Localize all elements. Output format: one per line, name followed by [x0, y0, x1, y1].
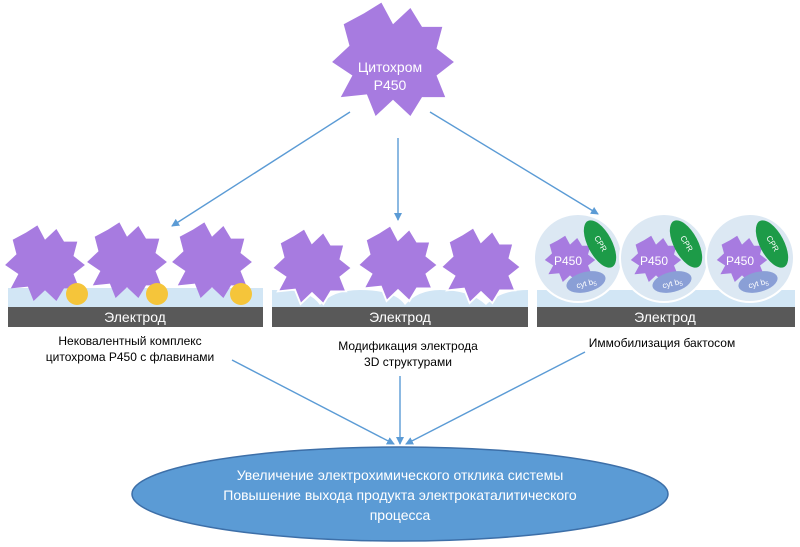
panel-bactosomes: P450 CPR cyt b5 P450 CPR cyt b5 P450 CPR…	[533, 213, 795, 350]
arrow-to-panel-1	[171, 111, 351, 227]
result-line-3: процесса	[370, 507, 431, 523]
panel-caption-line1: Иммобилизация бактосом	[589, 336, 735, 350]
cytochrome-p450-top: Цитохром P450	[332, 2, 454, 117]
top-arrows	[171, 111, 599, 227]
cytochrome-title-line1: Цитохром	[358, 59, 422, 75]
protein-blob	[87, 222, 167, 298]
protein-blob	[630, 235, 682, 282]
flavin-dot	[146, 283, 168, 305]
protein-blob	[544, 235, 596, 282]
electrode-bar	[272, 307, 528, 327]
result-line-2: Повышение выхода продукта электрокаталит…	[223, 487, 577, 503]
result-ellipse-shape	[131, 446, 669, 542]
protein-blob	[439, 226, 523, 305]
flavin-dot	[230, 283, 252, 305]
panel-caption-line2: цитохрома Р450 с флавинами	[46, 350, 214, 364]
electrode-label: Электрод	[369, 309, 431, 325]
arrow-from-panel-1	[231, 359, 395, 445]
p450-label: P450	[554, 254, 582, 268]
cyt-b5-text: cyt b	[747, 277, 766, 290]
result-ellipse: Увеличение электрохимического отклика си…	[131, 446, 669, 542]
protein-blob	[356, 224, 440, 303]
cpr-protein	[669, 220, 703, 268]
panel-flavin-complex: Электрод Нековалентный комплекс цитохром…	[5, 222, 263, 364]
cyt-b5-protein	[566, 271, 606, 293]
bottom-arrows	[231, 351, 586, 445]
electrode-label: Электрод	[634, 309, 696, 325]
panel-3d-structures: Электрод Модификация электрода 3D структ…	[270, 224, 528, 369]
protein-blob	[716, 235, 768, 282]
panel-caption-line1: Нековалентный комплекс	[58, 334, 201, 348]
electrode-bar	[537, 307, 795, 327]
cyt-b5-subscript: 5	[593, 281, 598, 288]
cyt-b5-label: cyt b5	[747, 276, 770, 292]
bactosome-vesicle: P450 CPR cyt b5	[705, 213, 795, 303]
protein-blob	[172, 222, 252, 298]
arrow-from-panel-3	[405, 351, 586, 445]
result-line-1: Увеличение электрохимического отклика си…	[237, 467, 564, 483]
cyt-b5-label: cyt b5	[575, 276, 598, 292]
protein-blob	[5, 225, 85, 301]
flavin-dot	[66, 283, 88, 305]
cpr-protein	[755, 220, 789, 268]
cyt-b5-protein	[738, 271, 778, 293]
p450-label: P450	[726, 254, 754, 268]
cyt-b5-subscript: 5	[679, 281, 684, 288]
cpr-protein	[583, 220, 617, 268]
electrode-bar	[8, 307, 263, 327]
cyt-b5-subscript: 5	[765, 281, 770, 288]
arrow-to-panel-3	[429, 111, 599, 215]
textured-membrane	[272, 290, 528, 308]
bactosome-vesicle: P450 CPR cyt b5	[533, 213, 623, 303]
panel-caption-line1: Модификация электрода	[338, 339, 478, 353]
bactosome-vesicle: P450 CPR cyt b5	[619, 213, 709, 303]
cyt-b5-text: cyt b	[575, 277, 594, 290]
cyt-b5-label: cyt b5	[661, 276, 684, 292]
electrode-label: Электрод	[104, 309, 166, 325]
protein-blob	[270, 227, 354, 306]
cyt-b5-protein	[652, 271, 692, 293]
cyt-b5-text: cyt b	[661, 277, 680, 290]
cytochrome-blob	[332, 2, 454, 117]
p450-label: P450	[640, 254, 668, 268]
cytochrome-title-line2: P450	[374, 77, 407, 93]
panel-caption-line2: 3D структурами	[364, 355, 452, 369]
